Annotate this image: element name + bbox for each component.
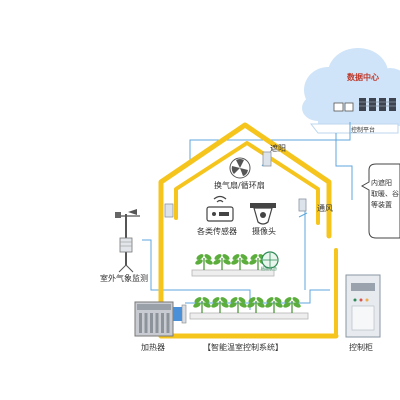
roof-vent-left — [262, 151, 272, 167]
cabinet-label: 控制柜 — [349, 343, 373, 352]
plant-icon — [195, 254, 213, 270]
plant-icon — [283, 297, 301, 313]
control-bubble — [360, 163, 400, 239]
planter-upper — [191, 269, 275, 277]
weather-station-icon — [115, 209, 140, 273]
roof-vent-right — [298, 198, 307, 212]
fan-icon — [229, 157, 251, 179]
bubble-line-1: 内遮阳 — [371, 179, 392, 187]
server-racks-icon — [333, 98, 396, 112]
heater-icon — [134, 301, 187, 337]
plant-icon — [265, 297, 283, 313]
sensors-label: 各类传感器 — [197, 227, 237, 236]
side-vent — [164, 203, 174, 218]
plant-icon — [229, 297, 247, 313]
plant-icon — [193, 297, 211, 313]
greenhouse-frame — [158, 122, 339, 339]
plant-icon — [213, 254, 231, 270]
plant-status-icon — [261, 251, 279, 269]
plants-upper-row — [195, 254, 267, 270]
fan-label: 换气扇/循环扇 — [214, 181, 265, 190]
planter-lower — [189, 312, 309, 320]
data-center-cloud — [302, 48, 400, 126]
control-cabinet-icon — [345, 274, 381, 338]
shade-label: 遮阳 — [270, 144, 286, 153]
plant-icon — [231, 254, 249, 270]
camera-label: 摄像头 — [252, 227, 276, 236]
control-platform-label: 控制平台 — [351, 127, 376, 134]
bubble-line-3: 等装置 — [371, 201, 392, 209]
plant-icon — [211, 297, 229, 313]
control-bubble-text: 内遮阳 取暖、谷 等装置 — [371, 178, 400, 211]
sensor-icon — [206, 195, 234, 222]
camera-icon — [250, 203, 276, 225]
connection-lines — [142, 122, 386, 310]
plant-status-label: 植物状态 — [261, 266, 277, 271]
plant-icon — [247, 297, 265, 313]
data-center-label: 数据中心 — [347, 73, 379, 82]
weather-label: 室外气象监测 — [100, 274, 148, 283]
bubble-line-2: 取暖、谷 — [371, 190, 399, 198]
ventilation-label: 通风 — [317, 204, 333, 213]
system-title: 【智能温室控制系统】 — [203, 343, 283, 352]
plants-lower-row — [193, 297, 301, 313]
heater-label: 加热器 — [141, 343, 165, 352]
